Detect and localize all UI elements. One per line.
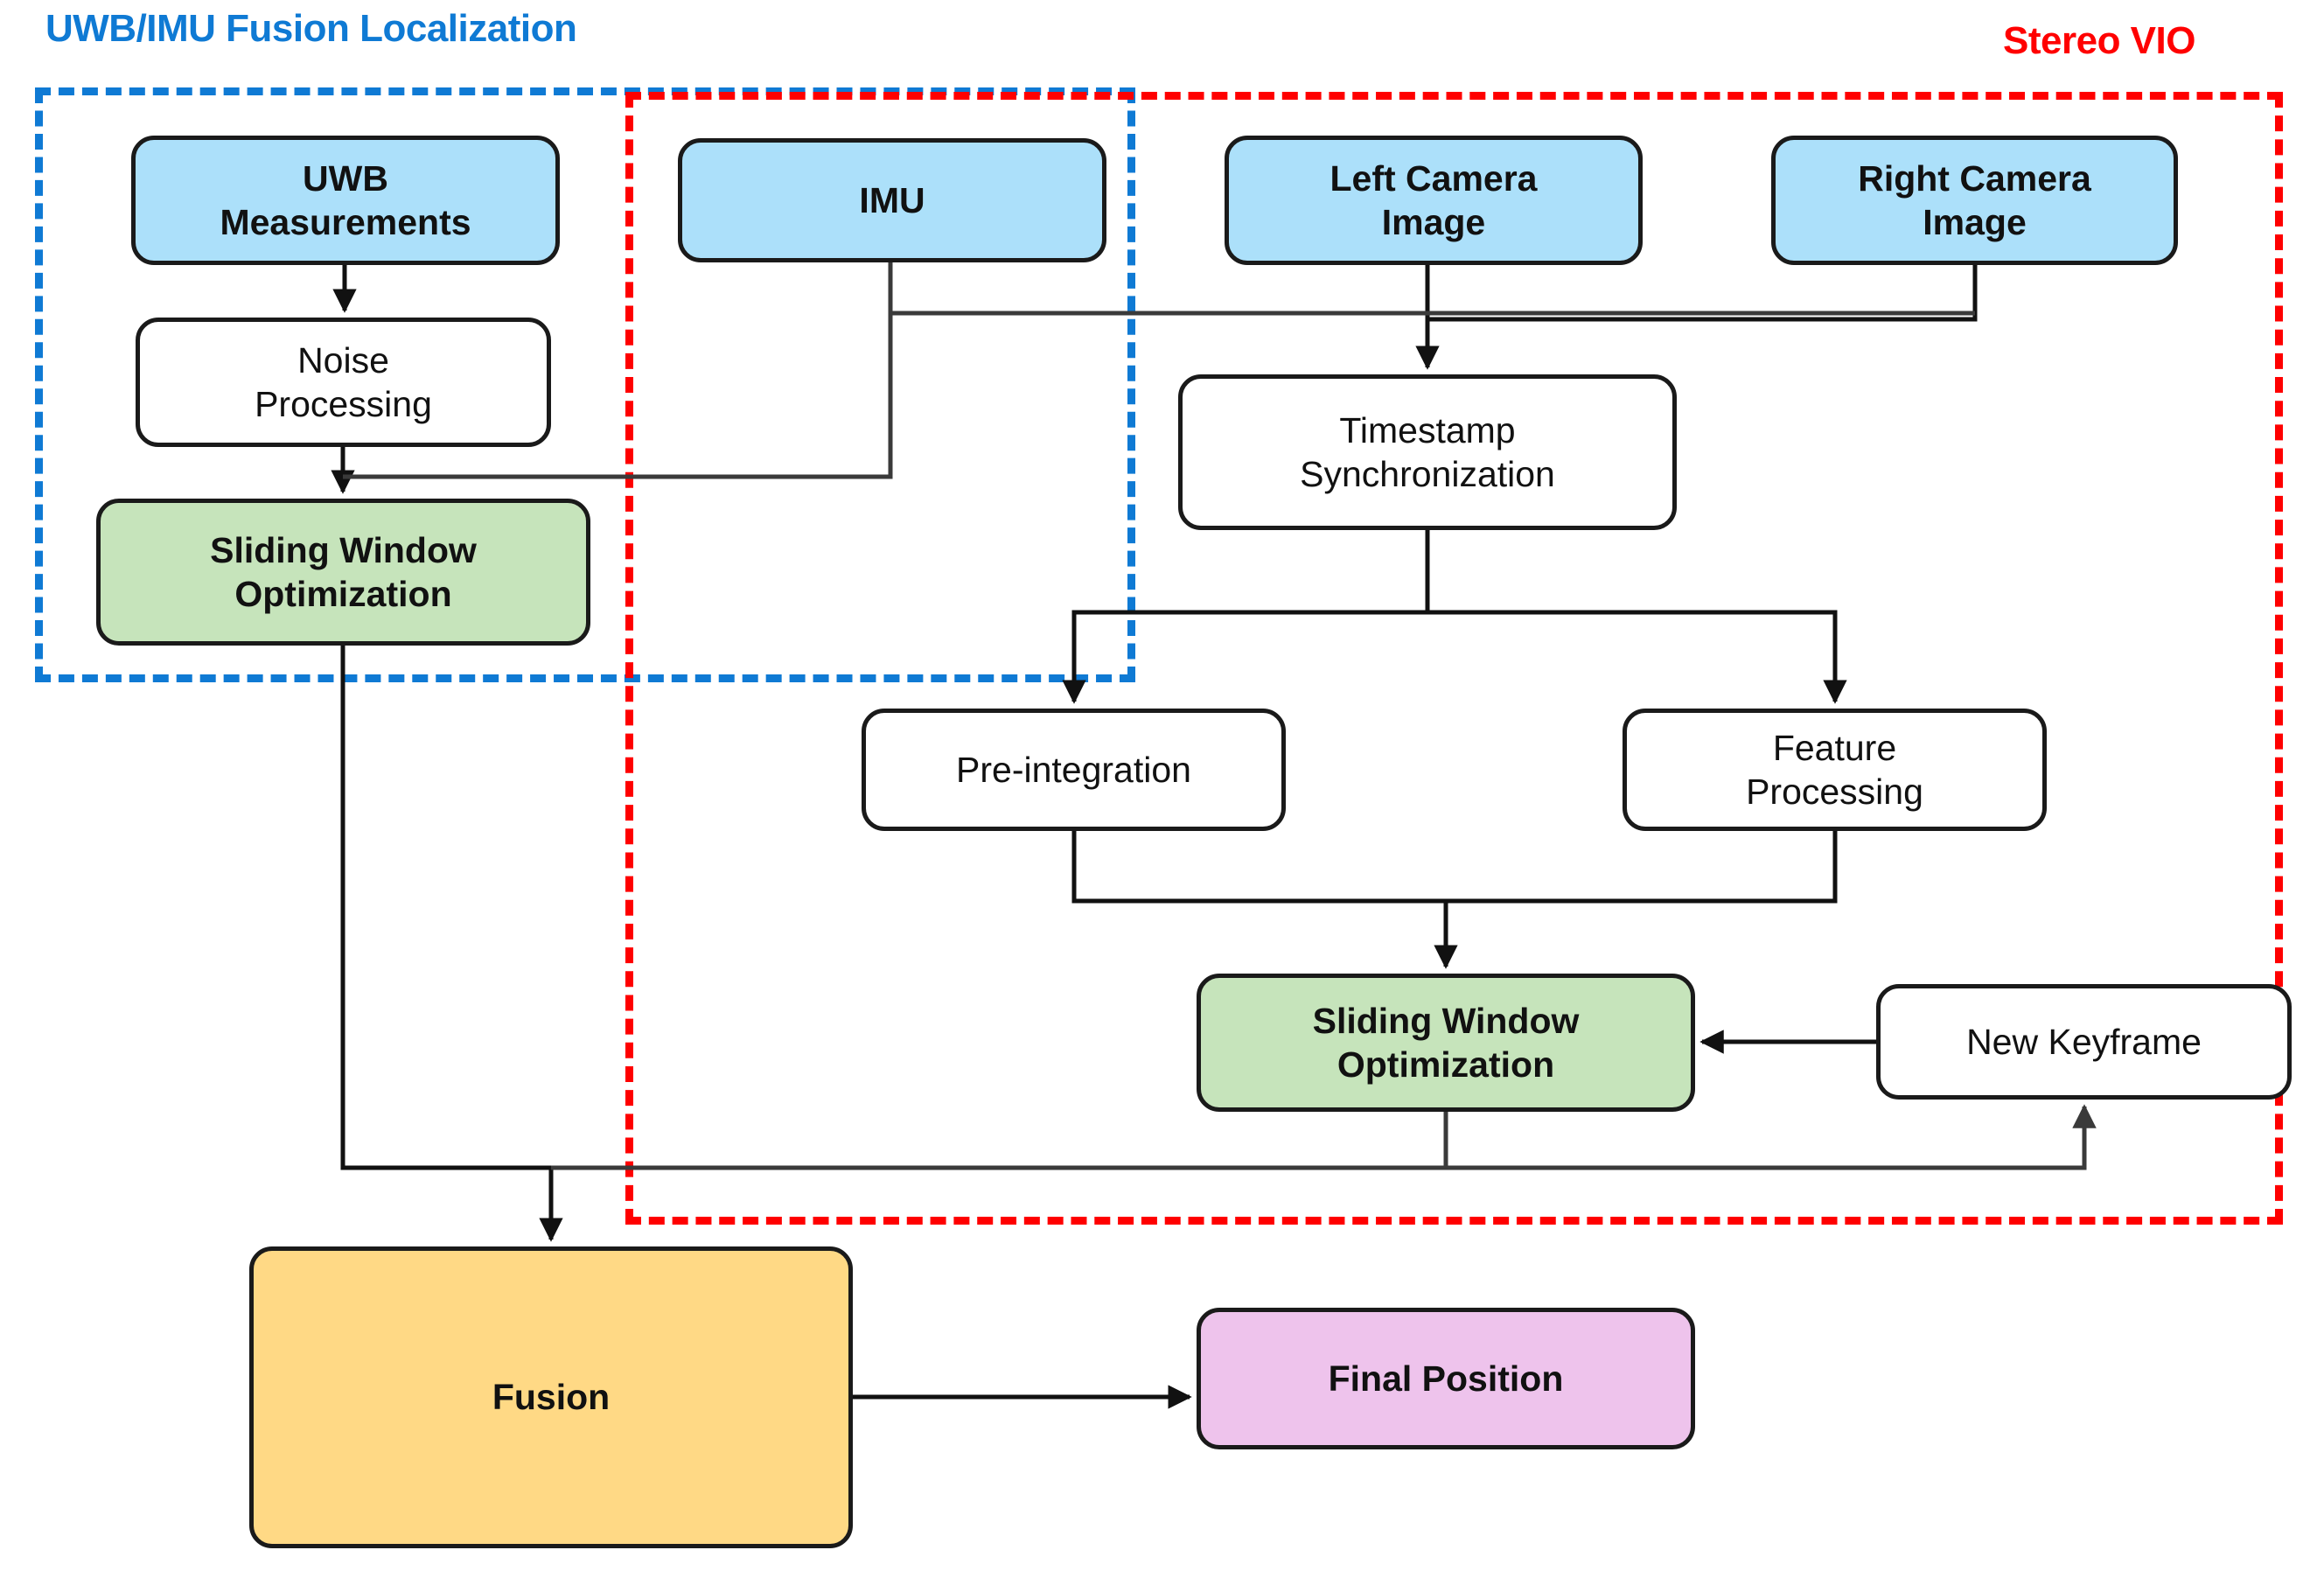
group-boundary-uwb-imu-fusion-localization xyxy=(35,87,1135,682)
node-label-imu: IMU xyxy=(859,179,925,220)
edge-sliding-window-left-to-fusion xyxy=(340,646,563,1242)
node-imu[interactable]: IMU xyxy=(678,138,1106,262)
node-label-pre-integration: Pre-integration xyxy=(956,749,1191,790)
node-fusion[interactable]: Fusion xyxy=(249,1246,853,1548)
node-label-final-position: Final Position xyxy=(1328,1358,1564,1399)
node-label-new-keyframe: New Keyframe xyxy=(1966,1021,2202,1062)
node-pre-integration[interactable]: Pre-integration xyxy=(862,709,1286,831)
group-label-uwb-imu-fusion-localization: UWB/IMU Fusion Localization xyxy=(45,7,577,50)
group-label-stereo-vio: Stereo VIO xyxy=(2003,19,2195,62)
node-new-keyframe[interactable]: New Keyframe xyxy=(1876,984,2292,1100)
group-boundary-stereo-vio xyxy=(625,92,2283,1225)
node-label-fusion: Fusion xyxy=(492,1377,611,1418)
node-final-position[interactable]: Final Position xyxy=(1197,1308,1695,1449)
